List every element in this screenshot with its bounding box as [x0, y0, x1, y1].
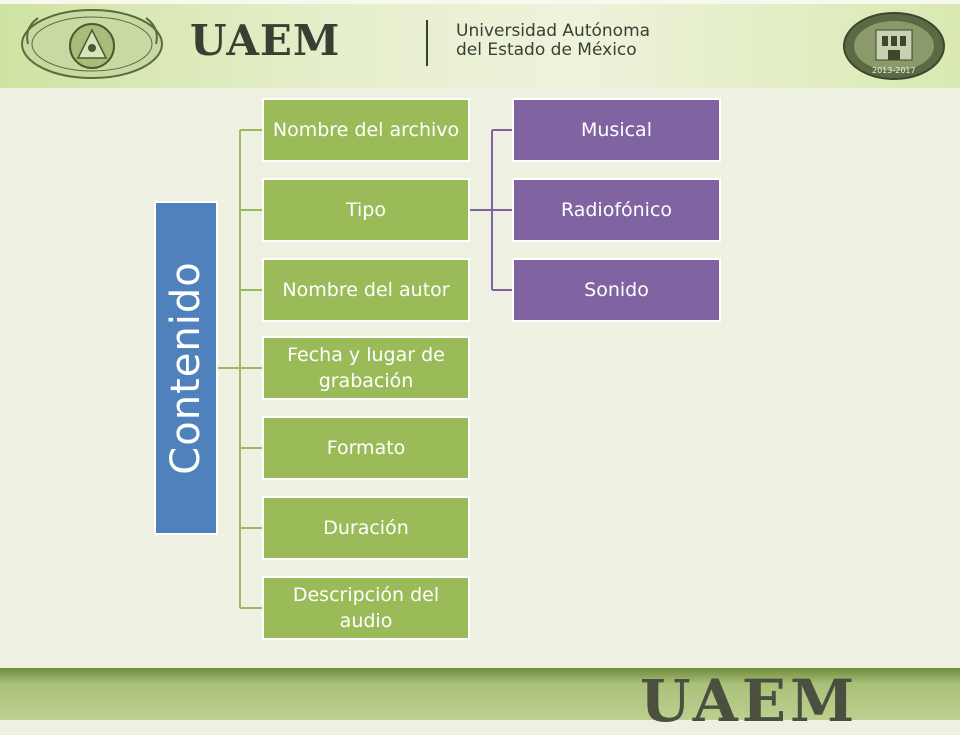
logo-divider — [426, 20, 428, 66]
node-sonido: Sonido — [512, 258, 721, 322]
uaem-seal-left-icon — [21, 9, 163, 79]
diagram-connectors — [218, 129, 514, 609]
node-duracion: Duración — [262, 496, 470, 560]
node-formato: Formato — [262, 416, 470, 480]
node-nombre-del-autor: Nombre del autor — [262, 258, 470, 322]
tipo-connector-lines — [470, 129, 514, 291]
root-node-contenido — [154, 201, 218, 535]
node-radiofonico: Radiofónico — [512, 178, 721, 242]
university-name-line1: Universidad Autónoma — [456, 21, 651, 41]
node-musical: Musical — [512, 98, 721, 162]
uaem-logo-text: UAEM — [190, 16, 341, 65]
administration-seal-right-icon — [843, 12, 945, 80]
header-top-line — [0, 0, 960, 4]
node-fecha-y-lugar: Fecha y lugar de grabación — [262, 336, 470, 400]
footer-uaem-logo-text: UAEM — [640, 667, 859, 735]
root-connector-lines — [218, 129, 262, 609]
node-nombre-del-archivo: Nombre del archivo — [262, 98, 470, 162]
right-seal-caption: 2013-2017 — [872, 66, 916, 75]
university-name-line2: del Estado de México — [456, 40, 637, 60]
node-tipo: Tipo — [262, 178, 470, 242]
university-name: Universidad Autónoma del Estado de Méxic… — [456, 22, 650, 60]
node-descripcion-del-audio: Descripción del audio — [262, 576, 470, 640]
footer-banner — [0, 668, 960, 720]
root-node-label: Contenido — [163, 261, 209, 475]
